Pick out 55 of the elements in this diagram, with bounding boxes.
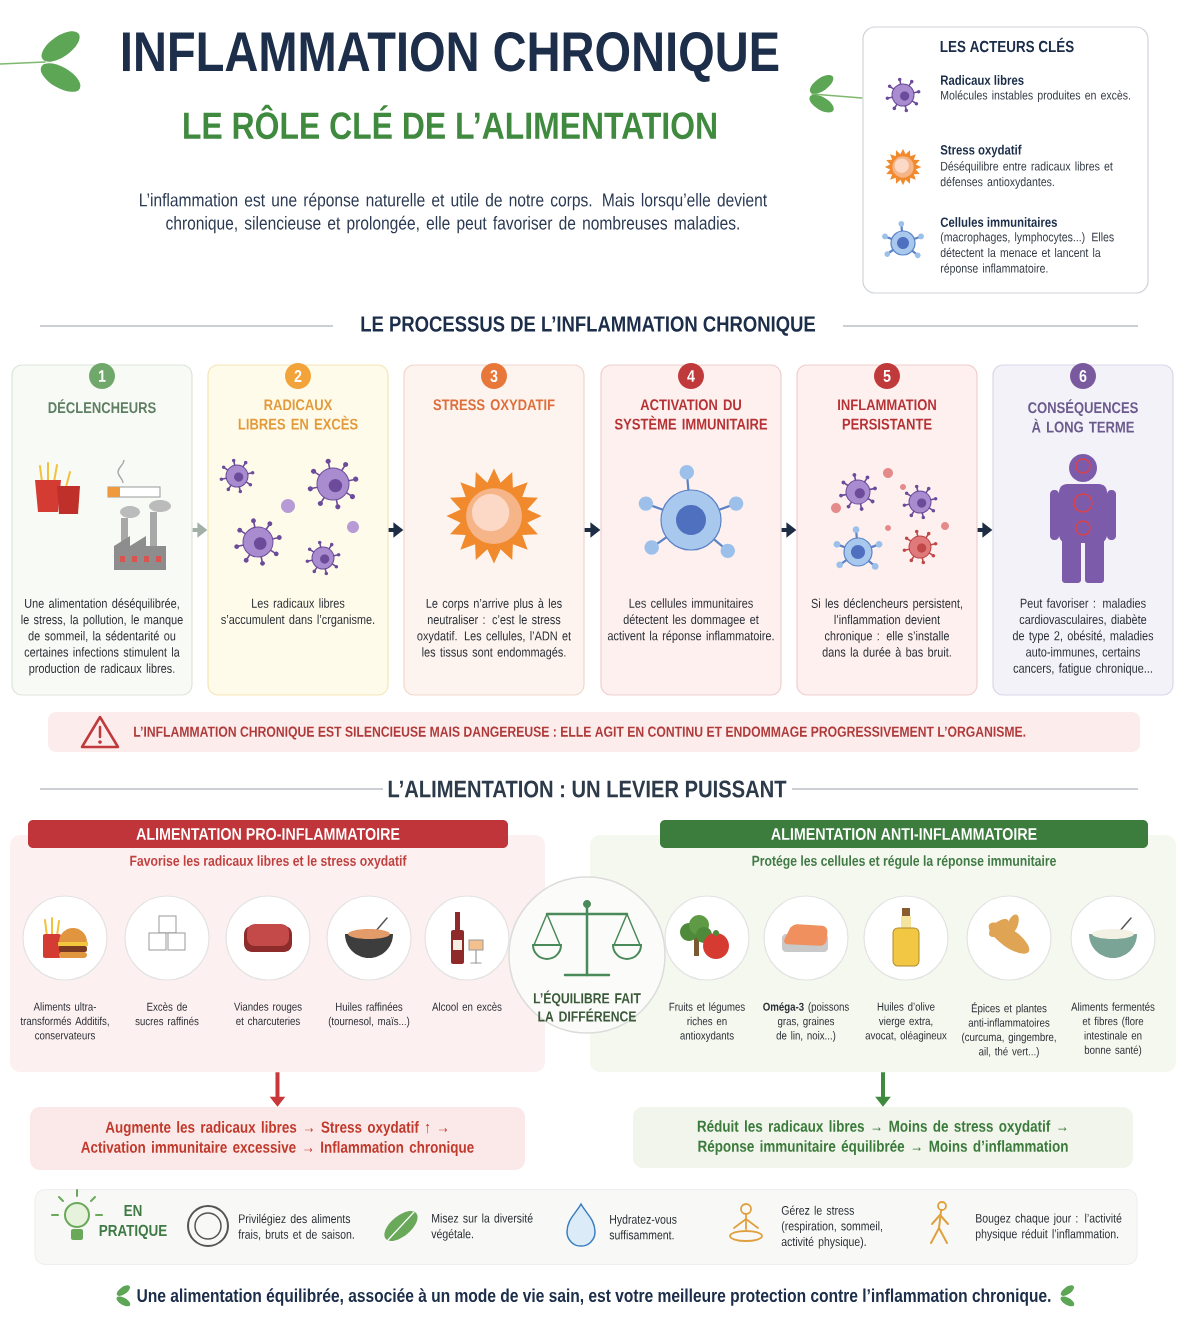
number-badge: 6 — [1070, 363, 1096, 389]
step-heading: CONSÉQUENCES À LONG TERME — [1028, 399, 1138, 433]
number-badge: 2 — [285, 363, 311, 389]
step-description: Une alimentation déséquilibrée, le stress, la pollution, le manque de sommeil, la sédentarité ou certaines infections stimulent la production de radicaux libres. — [21, 598, 183, 676]
conclusion-text: Une alimentation équilibrée, associée à un mode de vie sain, est votre meilleure protection contre l’inflammation chronique. — [137, 1288, 1051, 1306]
panel-subtitle: Favorise les radicaux libres et le stress oxydatif — [130, 855, 407, 869]
warning-text: L’INFLAMMATION CHRONIQUE EST SILENCIEUSE MAIS DANGEREUSE : ELLE AGIT EN CONTINU ET ENDOMMAGE PROGRESSIVEMENT L’ORGANISME. — [134, 726, 1026, 740]
panel-subtitle: Protége les cellules et régule la réponse immunitaire — [752, 855, 1056, 869]
food-label: Excès de sucres raffinés — [135, 1002, 199, 1026]
step-heading: RADICAUX LIBRES EN EXCÈS — [238, 399, 358, 430]
title: INFLAMMATION CHRONIQUE — [123, 31, 779, 83]
header-bar: ALIMENTATION PRO-INFLAMMATOIRE — [28, 820, 508, 848]
food-label: Aliments ultra-transformés Additifs, conservateurs — [20, 1002, 109, 1040]
tip-text: Gérez le stress (respiration, sommeil, activité physique). — [781, 1205, 882, 1249]
step-description: Les radicaux libres s’accumulent dans l’crganisme. — [221, 598, 375, 627]
legend-term: Cellules immunitaires — [940, 217, 1057, 227]
food-label: Oméga-3 (poissons gras, graines de lin, noix...) — [763, 1002, 849, 1042]
legend-description: Déséquilibre entre radicaux libres et défenses antioxydantes. — [940, 161, 1113, 189]
food-label: Alcool en excès — [432, 1002, 502, 1011]
step-description: Le corps n’arrive plus à les neutraliser : c’est le stress oxydatif. Les cellules, l’ADN et les tissus sont endommagés. — [417, 598, 571, 660]
legend-term: Radicaux libres — [941, 75, 1024, 85]
food-label: Huiles d’olive vierge extra, avocat, oléagineux — [865, 1002, 947, 1042]
step-heading: DÉCLENCHEURS — [48, 399, 156, 414]
step-description: Les cellules immunitaires détectent les dommagee et activent la réponse inflammatoire. — [607, 598, 774, 643]
number-badge: 3 — [481, 363, 507, 389]
subtitle: LE RÔLE CLÉ DE L’ALIMENTATION — [184, 104, 716, 140]
food-label: Viandes rouges et charcuteries — [234, 1002, 302, 1026]
section-heading: LE PROCESSUS DE L’INFLAMMATION CHRONIQUE — [361, 316, 816, 336]
legend-description: (macrophages, lymphocytes...) Elles détectent la menace et lancent la réponse inflammatoire. — [940, 232, 1114, 276]
legend-term: Stress oxydatif — [940, 144, 1022, 158]
number-badge: 4 — [678, 363, 704, 389]
food-label: Fruits et légumes riches en antioxydants — [669, 1002, 745, 1042]
balance-text: L’ÉQUILIBRE FAIT LA DIFFÉRENCE — [533, 990, 641, 1022]
result-box: Réduit les radicaux libres → Moins de stress oxydatif → Réponse immunitaire équilibrée → Moins d’inflammation — [633, 1107, 1133, 1168]
legend-description: Molécules instables produites en excès. — [941, 90, 1130, 103]
tip-text: Privilégiez des aliments frais, bruts et de saison. — [238, 1213, 354, 1241]
food-label: Huiles raffinées (tournesol, maïs...) — [328, 1002, 410, 1028]
tip-text: Bougez chaque jour : l’activité physique réduit l’inflammation. — [975, 1213, 1122, 1241]
food-label: Épices et plantes anti-inflammatoires (curcuma, gingembre, ail, thé vert...) — [962, 1002, 1056, 1058]
number-badge: 5 — [874, 363, 900, 389]
header-bar: ALIMENTATION ANTI-INFLAMMATOIRE — [660, 820, 1148, 848]
tip-text: Hydratez-vous suffisamment. — [609, 1214, 677, 1240]
step-heading: STRESS OXYDATIF — [433, 399, 555, 411]
step-heading: ACTIVATION DU SYSTÈME IMMUNITAIRE — [614, 399, 768, 430]
intro-text: L’inflammation est une réponse naturelle et utile de notre corps. Mais lorsqu’elle devient chronique, silencieuse et prolongée, elle peut favoriser de nombreuses maladies. — [140, 192, 767, 234]
number-badge: 1 — [89, 363, 115, 389]
legend-heading: LES ACTEURS CLÉS — [940, 37, 1074, 53]
step-description: Si les déclencheurs persistent, l’inflammation devient chronique : elle s’installe dans la durée à bas bruit. — [811, 598, 962, 657]
food-label: Aliments fermentés et fibres (flore intestinale en bonne santé) — [1071, 1002, 1155, 1057]
result-box: Augmente les radicaux libres → Stress oxydatif ↑ → Activation immunitaire excessive → Inflammation chronique — [30, 1107, 525, 1170]
step-heading: INFLAMMATION PERSISTANTE — [838, 399, 936, 430]
step-description: Peut favoriser : maladies cardiovasculaires, diabète de type 2, obésité, maladies auto-immunes, certains cancers, fatigue chronique... — [1012, 598, 1154, 676]
section-heading: L’ALIMENTATION : UN LEVIER PUISSANT — [388, 780, 787, 798]
tips-heading: EN PRATIQUE — [99, 1204, 167, 1240]
tip-text: Misez sur la diversité végétale. — [431, 1213, 533, 1241]
